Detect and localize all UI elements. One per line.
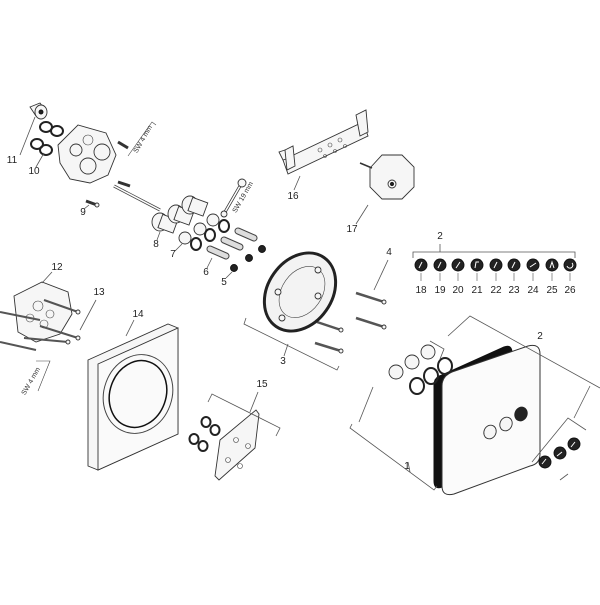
callout-10: 10 xyxy=(28,166,40,177)
pin-and-screws xyxy=(113,140,161,212)
hex-key-tool xyxy=(127,121,157,157)
callout-13: 13 xyxy=(93,287,105,298)
callout-23: 23 xyxy=(508,285,520,296)
callout-17: 17 xyxy=(346,224,358,235)
part-14-square-frame xyxy=(87,319,179,471)
callout-26: 26 xyxy=(564,285,576,296)
callout-2-trim: 2 xyxy=(537,331,543,342)
cartridges-group xyxy=(151,195,266,279)
callout-7: 7 xyxy=(170,249,176,260)
callout-20: 20 xyxy=(452,285,464,296)
handle-icons xyxy=(414,258,577,272)
callout-9: 9 xyxy=(80,207,86,218)
callout-6: 6 xyxy=(203,267,209,278)
callout-19: 19 xyxy=(434,285,446,296)
callout-2-handles: 2 xyxy=(437,231,443,242)
part-1-trim-plate xyxy=(349,344,541,496)
callout-1: 1 xyxy=(404,461,410,472)
callout-3: 3 xyxy=(280,356,286,367)
callout-11: 11 xyxy=(6,155,18,166)
wrench-tool xyxy=(220,178,247,218)
handles-18-26 xyxy=(412,244,577,281)
callout-21: 21 xyxy=(471,285,483,296)
callout-15: 15 xyxy=(256,379,268,390)
part-16-bracket xyxy=(278,109,369,191)
callout-12: 12 xyxy=(51,262,63,273)
part-4-screws xyxy=(314,259,389,354)
callout-4: 4 xyxy=(386,247,392,258)
callout-24: 24 xyxy=(527,285,539,296)
valve-body xyxy=(57,124,117,184)
part-2-caps-and-knobs xyxy=(388,315,600,481)
part-11-sleeve xyxy=(19,102,48,156)
callout-25: 25 xyxy=(546,285,558,296)
part-13-screws xyxy=(0,299,97,351)
callout-18: 18 xyxy=(415,285,427,296)
part-3-ring-plate xyxy=(243,251,340,371)
callout-16: 16 xyxy=(287,191,299,202)
callout-8: 8 xyxy=(153,239,159,250)
part-15-plate-and-o-rings xyxy=(188,391,281,481)
hex-key-tool-bottom xyxy=(36,360,51,392)
callout-22: 22 xyxy=(490,285,502,296)
part-17-octagon-cap xyxy=(355,154,415,225)
callout-5: 5 xyxy=(221,277,227,288)
part-9-screw xyxy=(83,199,100,210)
part-10-o-rings xyxy=(30,121,64,168)
callout-14: 14 xyxy=(132,309,144,320)
